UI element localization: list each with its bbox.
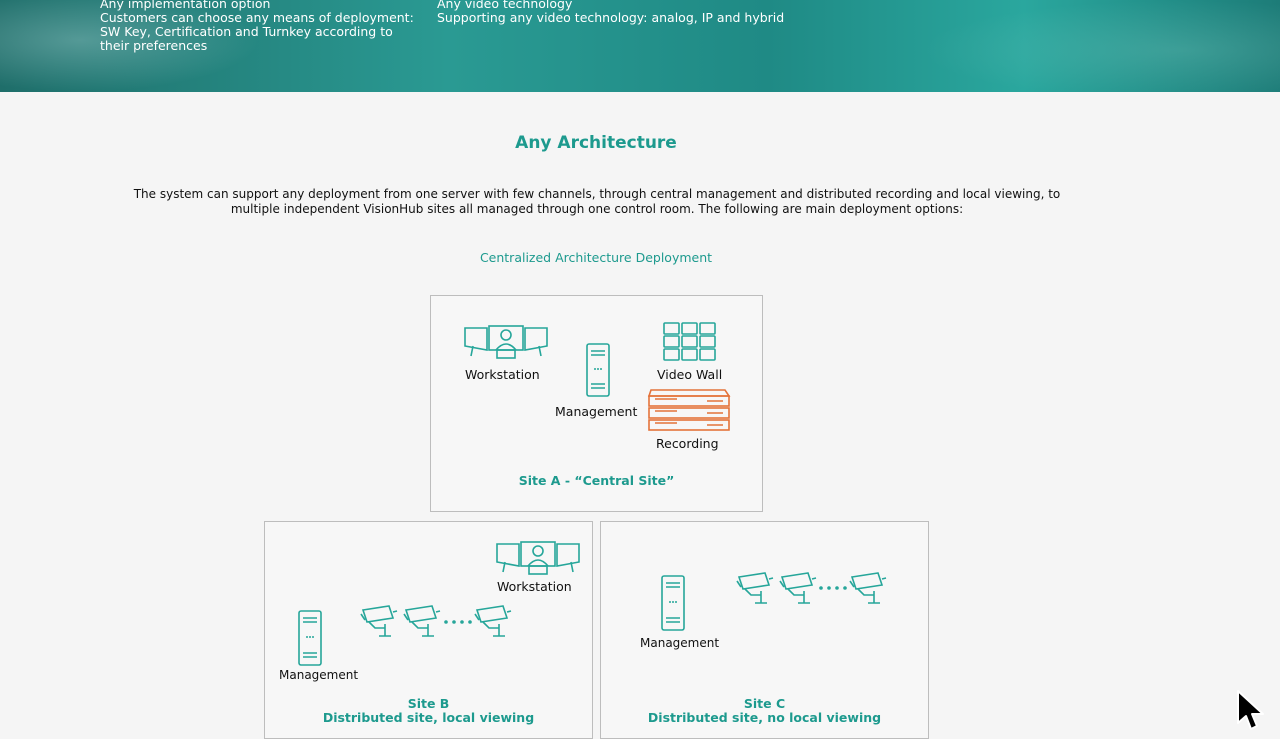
hero-banner: Any implementation option Customers can … [0,0,1280,92]
hero-video-text: Supporting any video technology: analog,… [437,10,785,25]
site-b-caption: Site B Distributed site, local viewing [265,697,592,725]
hero-implementation-title: Any implementation option [100,0,271,11]
ellipsis-icon [444,620,472,624]
hero-video-title: Any video technology [437,0,573,11]
hero-implementation-text: Customers can choose any means of deploy… [100,10,414,53]
site-a-workstation-label: Workstation [465,367,540,382]
camera-icon [360,605,398,637]
camera-icon [474,605,512,637]
site-a-box: Workstation Management Video Wall [430,295,763,512]
server-icon [298,610,322,666]
section-intro: The system can support any deployment fr… [133,187,1061,216]
site-a-caption: Site A - “Central Site” [518,473,675,488]
site-b-caption-subtitle: Distributed site, local viewing [322,710,535,725]
site-c-box: Management Site C Distr [600,521,929,739]
site-b-management-label: Management [279,668,359,682]
camera-icon [736,572,774,604]
ellipsis-icon [819,586,847,590]
site-a-recording-label: Recording [656,436,719,451]
camera-icon [779,572,817,604]
section-subtitle: Centralized Architecture Deployment [479,250,713,265]
site-b-caption-title: Site B [407,696,450,711]
workstation-icon [496,541,580,575]
site-a-video-wall-label: Video Wall [657,367,723,382]
recorder-icon [647,389,731,431]
server-icon [586,343,610,397]
workstation-icon [464,325,548,359]
hero-video-column: Any video technology Supporting any vide… [437,0,797,25]
server-icon [661,575,685,631]
camera-icon [403,605,441,637]
site-c-caption: Site C Distributed site, no local viewin… [601,697,928,725]
site-b-box: Workstation Management [264,521,593,739]
site-c-caption-title: Site C [743,696,786,711]
site-c-management-label: Management [640,636,720,650]
video-wall-icon [663,322,716,361]
site-a-management-label: Management [555,404,638,419]
camera-icon [849,572,887,604]
section-title: Any Architecture [515,133,677,153]
site-c-caption-subtitle: Distributed site, no local viewing [647,710,882,725]
hero-implementation-column: Any implementation option Customers can … [100,0,420,53]
site-b-workstation-label: Workstation [497,579,572,594]
mouse-cursor-icon [1237,690,1264,730]
